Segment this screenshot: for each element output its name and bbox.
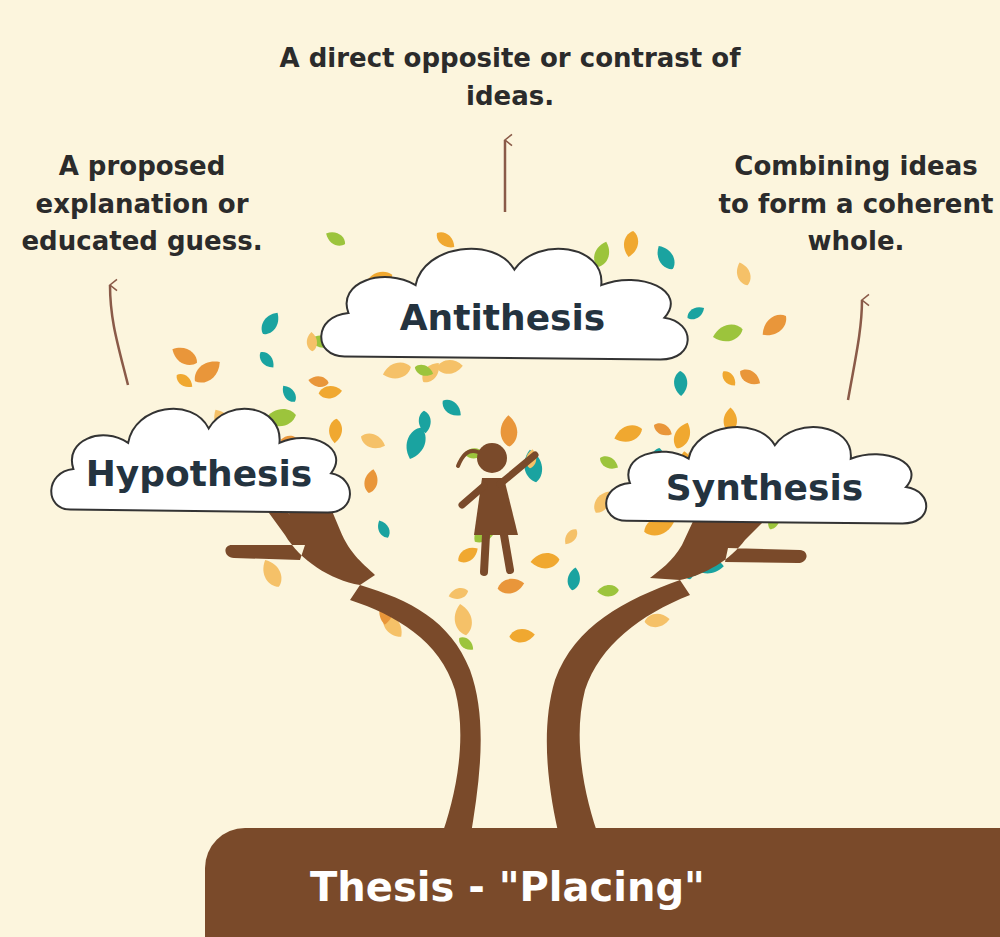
cloud-node: Antithesis	[305, 220, 700, 375]
cloud-node: Hypothesis	[38, 382, 360, 527]
leaf	[436, 359, 463, 375]
leader-arrow	[110, 285, 128, 385]
leaf	[652, 420, 675, 438]
leaf	[359, 430, 388, 452]
description-label: A direct opposite or contrast of ideas.	[250, 40, 770, 115]
cloud-node: Synthesis	[592, 402, 937, 537]
leaf	[622, 230, 640, 258]
leaf	[758, 310, 791, 341]
leaf	[258, 556, 286, 590]
child-figure	[458, 443, 535, 572]
leaf	[433, 229, 458, 252]
leaf	[530, 552, 560, 570]
cloud-label: Antithesis	[400, 297, 606, 338]
leaf	[447, 586, 469, 601]
leaf	[455, 543, 481, 566]
leaf	[674, 371, 688, 396]
cloud-label: Synthesis	[666, 467, 863, 508]
leaf	[318, 385, 343, 400]
leaf	[375, 518, 393, 540]
leader-arrow	[848, 300, 862, 400]
leaf	[670, 420, 694, 451]
leaf	[597, 584, 619, 597]
leaf	[279, 383, 299, 405]
leaf	[169, 343, 201, 370]
leaf	[174, 371, 196, 391]
leaf	[509, 628, 536, 644]
leaf	[323, 228, 348, 249]
leaf	[734, 260, 754, 287]
leaf	[711, 321, 745, 345]
leaf	[402, 424, 430, 462]
leaf	[500, 415, 518, 447]
tree-trunk	[350, 580, 690, 840]
leaf	[562, 526, 581, 547]
leaf	[308, 375, 330, 389]
leaf	[413, 362, 435, 378]
leaf	[612, 422, 645, 446]
leaf	[439, 396, 465, 420]
leaf	[653, 242, 679, 273]
leaf	[566, 567, 581, 592]
leaf	[737, 366, 763, 389]
leaf	[685, 304, 707, 323]
leaf	[256, 349, 277, 371]
leaf	[306, 332, 317, 352]
leaf	[328, 418, 343, 443]
leaf	[452, 603, 474, 637]
leaf	[381, 360, 413, 382]
leaf	[363, 468, 380, 494]
leaf	[719, 368, 738, 389]
cloud-label: Hypothesis	[86, 453, 313, 494]
leaf	[257, 309, 283, 338]
band-label: Thesis - "Placing"	[310, 864, 705, 910]
description-label: A proposed explanation or educated guess…	[6, 148, 278, 261]
ground-band: Thesis - "Placing"	[205, 828, 1000, 937]
description-label: Combining ideas to form a coherent whole…	[718, 148, 994, 261]
leaf	[496, 576, 525, 596]
leader-arrow	[504, 140, 507, 212]
leaf	[597, 453, 620, 472]
